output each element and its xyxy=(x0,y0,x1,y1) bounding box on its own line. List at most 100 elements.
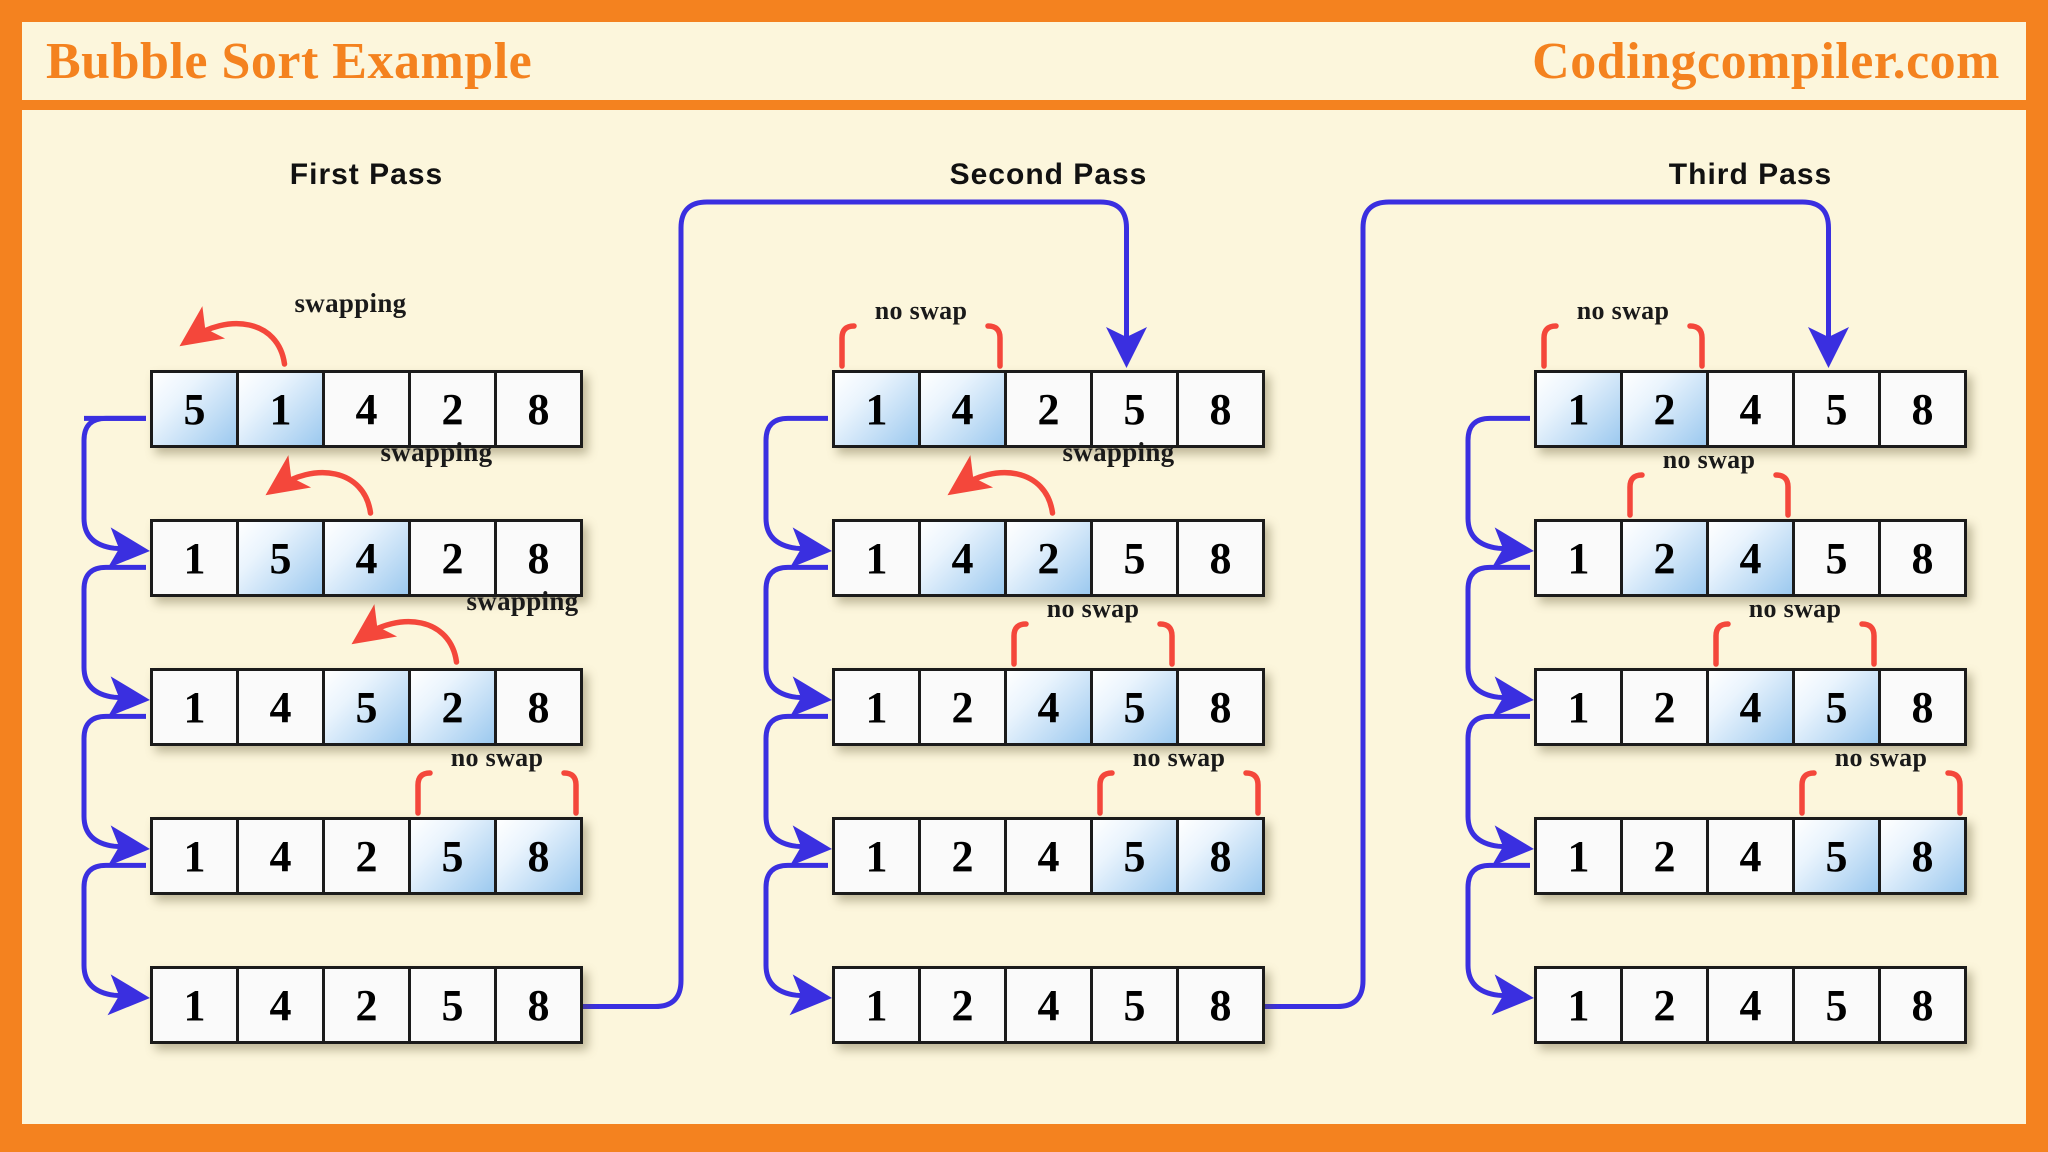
no-swap-bracket-right xyxy=(1157,621,1175,667)
row-flow-arrow xyxy=(1465,564,1534,718)
no-swap-bracket-left xyxy=(1541,323,1559,369)
array-cell-highlighted: 8 xyxy=(1878,817,1967,895)
array-cell-highlighted: 1 xyxy=(832,370,921,448)
pass-heading-1: First Pass xyxy=(289,158,444,191)
swapping-arrow xyxy=(351,604,460,665)
array-cell-highlighted: 8 xyxy=(494,817,583,895)
array-cell-highlighted: 5 xyxy=(322,668,411,746)
array-cell: 2 xyxy=(1620,966,1709,1044)
array-cell: 5 xyxy=(1792,370,1881,448)
array-cell: 1 xyxy=(832,668,921,746)
no-swap-label: no swap xyxy=(1132,743,1226,772)
connector-arrow-layer xyxy=(81,199,1963,1016)
array-cell-highlighted: 4 xyxy=(322,519,411,597)
array-cell: 2 xyxy=(322,817,411,895)
no-swap-bracket-left xyxy=(1011,621,1029,667)
no-swap-bracket-left xyxy=(839,323,857,369)
array-cell-highlighted: 8 xyxy=(1176,817,1265,895)
array-cell: 8 xyxy=(1176,370,1265,448)
array-cell: 2 xyxy=(1004,370,1093,448)
array-cell-highlighted: 4 xyxy=(1706,519,1795,597)
no-swap-bracket-right xyxy=(1773,472,1791,518)
no-swap-label: no swap xyxy=(450,743,544,772)
no-swap-label: no swap xyxy=(1748,594,1842,623)
array-cell-highlighted: 2 xyxy=(1004,519,1093,597)
no-swap-bracket-right xyxy=(985,323,1003,369)
row-flow-arrow xyxy=(1465,415,1534,569)
no-swap-label: no swap xyxy=(1576,296,1670,325)
array-cell: 4 xyxy=(1004,966,1093,1044)
array-cell-highlighted: 5 xyxy=(150,370,239,448)
pass-flow-arrow xyxy=(581,199,1147,1010)
no-swap-label: no swap xyxy=(874,296,968,325)
array-cell: 5 xyxy=(1090,966,1179,1044)
array-cell: 4 xyxy=(1004,817,1093,895)
array-cell: 5 xyxy=(1792,519,1881,597)
array-cell: 8 xyxy=(494,370,583,448)
array-cell: 1 xyxy=(150,519,239,597)
no-swap-bracket-left xyxy=(1713,621,1731,667)
array-cell: 8 xyxy=(1176,519,1265,597)
array-cell: 1 xyxy=(150,817,239,895)
array-cell: 1 xyxy=(1534,966,1623,1044)
array-cell-highlighted: 2 xyxy=(408,668,497,746)
array-cell: 8 xyxy=(494,966,583,1044)
no-swap-bracket-right xyxy=(1859,621,1877,667)
no-swap-bracket-right xyxy=(1243,770,1261,816)
row-flow-arrow xyxy=(763,862,832,1016)
array-cell: 1 xyxy=(150,966,239,1044)
brand-watermark: Codingcompiler.com xyxy=(1532,32,2000,90)
array-cell-highlighted: 4 xyxy=(918,519,1007,597)
array-cell-highlighted: 4 xyxy=(1004,668,1093,746)
no-swap-bracket-left xyxy=(1799,770,1817,816)
array-cell: 8 xyxy=(494,668,583,746)
array-cell: 8 xyxy=(1878,370,1967,448)
array-cell: 2 xyxy=(918,966,1007,1044)
pass-heading-2: Second Pass xyxy=(949,158,1148,191)
page-title: Bubble Sort Example xyxy=(46,32,533,90)
swapping-arrow xyxy=(265,455,374,516)
array-cell: 5 xyxy=(408,966,497,1044)
pass-flow-arrow xyxy=(1263,199,1849,1010)
pass-heading-3: Third Pass xyxy=(1668,158,1833,191)
array-cell: 8 xyxy=(494,519,583,597)
swapping-label: swapping xyxy=(1062,437,1175,467)
no-swap-label: no swap xyxy=(1046,594,1140,623)
no-swap-bracket-left xyxy=(1627,472,1645,518)
array-cell: 8 xyxy=(1176,668,1265,746)
array-cell: 1 xyxy=(150,668,239,746)
array-cell-highlighted: 5 xyxy=(1090,817,1179,895)
array-cell: 1 xyxy=(832,519,921,597)
array-cell: 4 xyxy=(1706,817,1795,895)
array-cell: 4 xyxy=(236,817,325,895)
array-cell-highlighted: 1 xyxy=(236,370,325,448)
array-cell: 8 xyxy=(1878,966,1967,1044)
no-swap-bracket-right xyxy=(1687,323,1705,369)
array-cell: 2 xyxy=(918,817,1007,895)
array-cell: 1 xyxy=(1534,519,1623,597)
array-cell-highlighted: 2 xyxy=(1620,519,1709,597)
swapping-label: swapping xyxy=(380,437,493,467)
array-cell-highlighted: 2 xyxy=(1620,370,1709,448)
array-cell-highlighted: 4 xyxy=(1706,668,1795,746)
row-flow-arrow xyxy=(81,564,150,718)
no-swap-bracket-right xyxy=(1945,770,1963,816)
row-flow-arrow xyxy=(1465,713,1534,867)
array-cell: 2 xyxy=(1620,668,1709,746)
array-cell: 4 xyxy=(322,370,411,448)
swapping-arrow xyxy=(947,455,1056,516)
row-flow-arrow xyxy=(763,415,832,569)
